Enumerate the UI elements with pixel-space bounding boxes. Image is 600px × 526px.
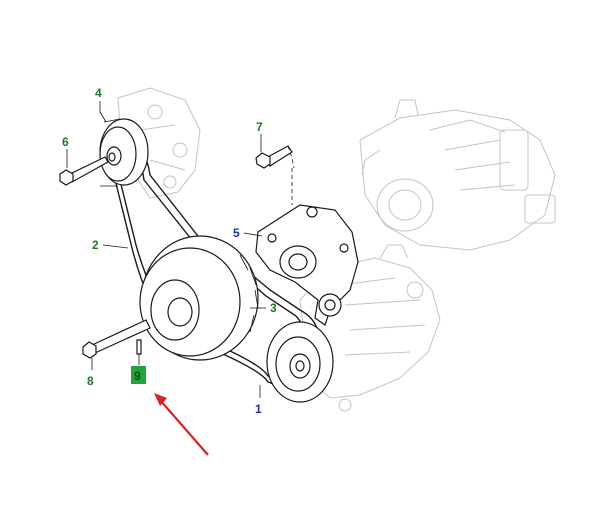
callout-leaders xyxy=(66,101,266,398)
compressor-pulley xyxy=(266,321,334,403)
crankshaft-pulley xyxy=(139,235,259,361)
red-arrow-icon xyxy=(154,393,209,456)
belt-tensioner xyxy=(255,204,359,326)
callout-5: 5 xyxy=(233,226,240,240)
callout-6: 6 xyxy=(62,135,69,149)
alternator-ghost xyxy=(359,99,556,251)
callout-4: 4 xyxy=(95,86,102,100)
bolt-8 xyxy=(82,319,151,359)
callout-3: 3 xyxy=(270,301,277,315)
callout-7: 7 xyxy=(256,120,263,134)
callout-1: 1 xyxy=(255,402,262,416)
bolt-6 xyxy=(59,156,109,186)
compressor-ghost xyxy=(299,244,441,412)
callout-9: 9 xyxy=(134,369,141,383)
callout-9-highlight: 9 xyxy=(131,366,146,384)
dowel-pin xyxy=(136,339,142,365)
upper-pulley xyxy=(99,118,149,187)
bolt-7 xyxy=(255,145,295,205)
callout-8: 8 xyxy=(87,374,94,388)
callout-2: 2 xyxy=(92,238,99,252)
